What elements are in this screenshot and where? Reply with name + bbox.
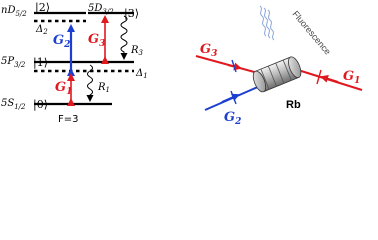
level-3-ket: |3⟩ xyxy=(124,7,139,21)
rb-vapor-cell xyxy=(252,56,302,93)
rb-cell-label: Rb xyxy=(286,99,301,111)
energy-level-diagram: nD5/2 |2⟩ 5D3/2 |3⟩ 5P3/2 |1⟩ 5S1/2 |0⟩ … xyxy=(1,1,363,127)
r3-decay-label: R3 xyxy=(130,45,144,57)
level-0-label: 5S1/2 xyxy=(1,98,26,111)
delta1-label: Δ1 xyxy=(135,68,148,80)
hyperfine-label: F=3 xyxy=(58,114,79,125)
level-0-ket: |0⟩ xyxy=(33,98,48,112)
g2-beam-arrow xyxy=(221,93,240,103)
g1-transition-label: G1 xyxy=(55,80,72,97)
delta2-label: Δ2 xyxy=(35,24,48,36)
level-2-ket: |2⟩ xyxy=(35,1,50,15)
fluorescence-wave xyxy=(259,5,275,41)
g1-beam-arrow xyxy=(320,74,339,83)
r1-decay-wave xyxy=(86,64,94,102)
level-1-label: 5P3/2 xyxy=(1,56,26,69)
level-2-label: nD5/2 xyxy=(1,5,27,18)
g3-beam-label: G3 xyxy=(200,42,217,59)
g1-beam-label: G1 xyxy=(343,69,360,86)
level-3-label: 5D3/2 xyxy=(88,3,114,16)
g3-transition-label: G3 xyxy=(88,32,105,49)
r1-decay-label: R1 xyxy=(97,82,110,94)
g3-beam xyxy=(195,55,259,74)
r3-decay-wave xyxy=(120,15,128,60)
g2-transition-label: G2 xyxy=(53,33,70,50)
g1-polarization-mark xyxy=(316,69,322,85)
g2-beam-label: G2 xyxy=(224,110,241,127)
fluorescence-label: Fluorescence xyxy=(290,9,332,57)
g2-polarization-mark xyxy=(230,90,237,105)
g3-polarization-mark xyxy=(231,59,237,73)
level-1-ket: |1⟩ xyxy=(33,56,48,70)
